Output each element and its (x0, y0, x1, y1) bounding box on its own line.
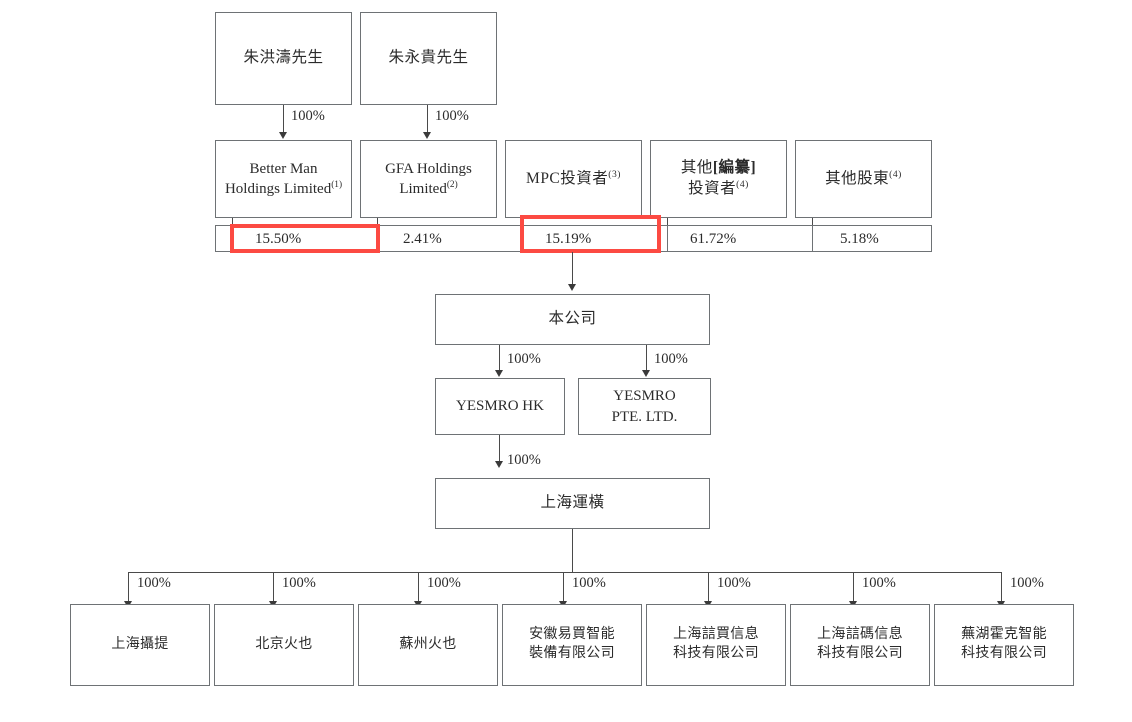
connector-individual-0 (283, 105, 285, 137)
bus-divider-4 (668, 226, 813, 251)
tier2-subsidiary-box-6: 蕪湖霍克智能 科技有限公司 (934, 604, 1074, 686)
tier2-subsidiary-label-4-line2: 科技有限公司 (673, 646, 759, 661)
connector-operating-to-bus (572, 529, 574, 572)
distribution-bus (128, 572, 1002, 574)
connector-bus-to-company (572, 252, 574, 287)
individual-label-1: 朱永貴先生 (388, 49, 469, 67)
ownership-pct-2: 15.19% (545, 231, 592, 247)
connector-shareholder-2 (522, 218, 524, 225)
tier2-subsidiary-box-0: 上海攝提 (70, 604, 210, 686)
arrowhead-operating (495, 461, 503, 468)
ownership-pct-1: 2.41% (403, 231, 442, 247)
bus-divider-0 (216, 226, 233, 251)
shareholder-label-1-line1: GFA Holdings (385, 160, 472, 177)
arrowhead-yesmro-pte (642, 370, 650, 377)
shareholder-box-2: MPC投資者(3) (505, 140, 642, 218)
connector-company-yesmro-hk (499, 345, 501, 373)
tier2-subsidiary-label-1-line1: 北京火也 (255, 636, 313, 652)
pct-individual-0: 100% (291, 108, 325, 124)
subsidiary-label-yesmro-pte-line2: PTE. LTD. (611, 408, 678, 425)
pct-individual-1: 100% (435, 108, 469, 124)
connector-tier2-sub-3 (563, 572, 565, 604)
shareholder-label-3-text: 其他[編纂] (680, 159, 757, 177)
arrowhead-individual-1 (423, 132, 431, 139)
connector-tier2-sub-2 (418, 572, 420, 604)
shareholder-sup-2: (3) (608, 168, 621, 180)
tier2-subsidiary-label-3-line1: 安徽易買智能 (529, 627, 615, 643)
operating-entity-label: 上海運橫 (540, 494, 605, 512)
shareholder-sup-3: (4) (736, 178, 749, 190)
connector-shareholder-1 (377, 218, 379, 225)
pct-yesmro-pte: 100% (654, 351, 688, 367)
pct-tier2-sub-2: 100% (427, 575, 461, 591)
pct-operating: 100% (507, 452, 541, 468)
shareholder-box-0: Better Man Holdings Limited(1) (215, 140, 352, 218)
connector-individual-1 (427, 105, 429, 137)
operating-entity-box: 上海運橫 (435, 478, 710, 529)
bus-divider-2 (378, 226, 523, 251)
tier2-subsidiary-label-5-line1: 上海誩碼信息 (817, 627, 903, 643)
connector-tier2-sub-6 (1001, 572, 1003, 604)
arrowhead-yesmro-hk (495, 370, 503, 377)
connector-shareholder-3 (667, 218, 669, 225)
shareholder-label-3-line2: 投資者 (688, 180, 737, 197)
tier2-subsidiary-box-2: 蘇州火也 (358, 604, 498, 686)
subsidiary-label-yesmro-hk: YESMRO HK (456, 398, 544, 415)
tier2-subsidiary-box-3: 安徽易買智能 裝備有限公司 (502, 604, 642, 686)
connector-tier2-sub-4 (708, 572, 710, 604)
pct-tier2-sub-4: 100% (717, 575, 751, 591)
ownership-pct-0: 15.50% (255, 231, 302, 247)
tier2-subsidiary-label-6-line2: 科技有限公司 (961, 646, 1047, 661)
ownership-pct-4: 5.18% (840, 231, 879, 247)
shareholder-label-1-line2: Limited (399, 181, 447, 197)
individual-box-1: 朱永貴先生 (360, 12, 497, 105)
pct-tier2-sub-0: 100% (137, 575, 171, 591)
individual-box-0: 朱洪濤先生 (215, 12, 352, 105)
shareholder-box-4: 其他股東(4) (795, 140, 932, 218)
connector-yesmro-hk-to-operating (499, 435, 501, 463)
shareholder-label-2-line1: MPC投資者 (526, 169, 609, 187)
shareholder-box-1: GFA Holdings Limited(2) (360, 140, 497, 218)
individual-label-0: 朱洪濤先生 (243, 49, 324, 67)
shareholder-label-0-line2: Holdings Limited (224, 181, 332, 197)
arrowhead-individual-0 (279, 132, 287, 139)
tier2-subsidiary-label-5-line2: 科技有限公司 (817, 646, 903, 661)
shareholder-sup-0: (1) (331, 180, 343, 190)
bus-divider-3 (523, 226, 668, 251)
company-label: 本公司 (548, 310, 597, 328)
connector-tier2-sub-0 (128, 572, 130, 604)
subsidiary-box-yesmro-hk: YESMRO HK (435, 378, 565, 435)
shareholder-box-3: 其他[編纂] 投資者(4) (650, 140, 787, 218)
tier2-subsidiary-box-5: 上海誩碼信息 科技有限公司 (790, 604, 930, 686)
company-box: 本公司 (435, 294, 710, 345)
tier2-subsidiary-label-4-line1: 上海誩買信息 (673, 627, 759, 643)
pct-tier2-sub-5: 100% (862, 575, 896, 591)
shareholder-label-3-line1: 其他[編纂] (681, 159, 756, 176)
shareholder-sup-1: (2) (446, 180, 458, 190)
connector-tier2-sub-5 (853, 572, 855, 604)
pct-tier2-sub-3: 100% (572, 575, 606, 591)
subsidiary-label-yesmro-pte-line1: YESMRO (613, 388, 676, 405)
pct-yesmro-hk: 100% (507, 351, 541, 367)
shareholder-sup-4: (4) (889, 168, 902, 180)
tier2-subsidiary-label-6-line1: 蕪湖霍克智能 (961, 627, 1047, 643)
shareholder-label-4-line1: 其他股東 (825, 169, 890, 187)
ownership-pct-3: 61.72% (690, 231, 737, 247)
tier2-subsidiary-label-0-line1: 上海攝提 (111, 636, 169, 652)
connector-company-yesmro-pte (646, 345, 648, 373)
subsidiary-box-yesmro-pte: YESMRO PTE. LTD. (578, 378, 711, 435)
shareholder-label-0-line1: Better Man (249, 160, 318, 177)
tier2-subsidiary-box-1: 北京火也 (214, 604, 354, 686)
connector-shareholder-0 (232, 218, 234, 225)
tier2-subsidiary-box-4: 上海誩買信息 科技有限公司 (646, 604, 786, 686)
tier2-subsidiary-label-3-line2: 裝備有限公司 (529, 646, 615, 661)
pct-tier2-sub-6: 100% (1010, 575, 1044, 591)
tier2-subsidiary-label-2-line1: 蘇州火也 (399, 636, 457, 652)
arrowhead-company (568, 284, 576, 291)
pct-tier2-sub-1: 100% (282, 575, 316, 591)
connector-shareholder-4 (812, 218, 814, 225)
connector-tier2-sub-1 (273, 572, 275, 604)
